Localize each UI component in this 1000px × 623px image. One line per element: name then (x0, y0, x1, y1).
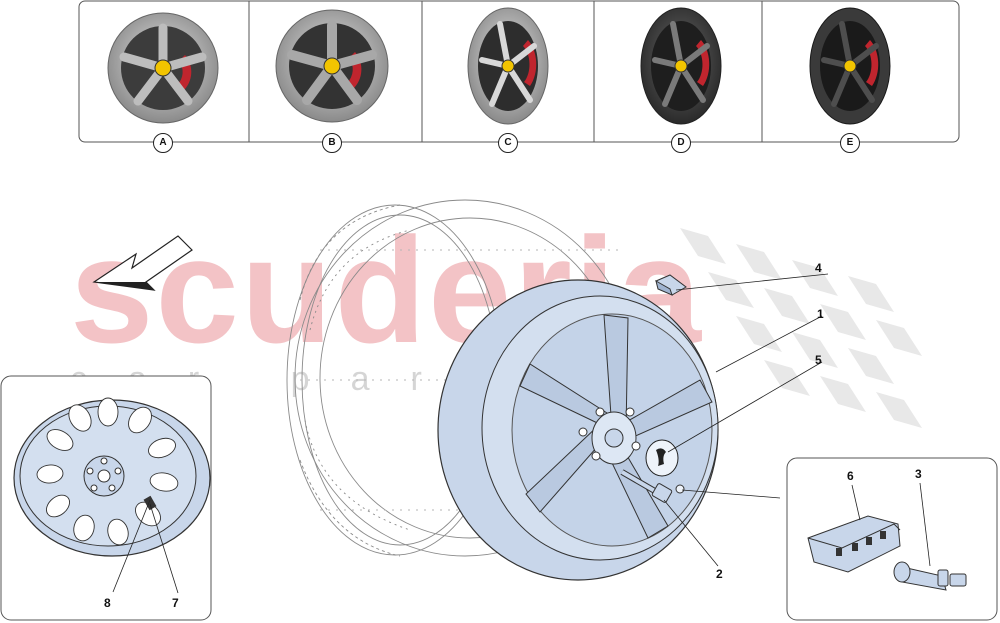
callout-2: 2 (716, 567, 723, 581)
wheel-variant-a-image (107, 12, 219, 124)
tpms-sensor-drawing (807, 515, 901, 573)
centre-badge-drawing (645, 439, 679, 477)
checkered-flag-watermark (680, 228, 922, 428)
callout-3: 3 (915, 467, 922, 481)
spare-wheel-drawing (13, 397, 211, 557)
wheel-variant-c-image (467, 7, 549, 125)
balance-weight-drawing (655, 274, 687, 296)
wheel-variant-d-image (640, 7, 722, 125)
valve-point-drawing (675, 484, 685, 494)
callout-5: 5 (815, 353, 822, 367)
callout-4: 4 (815, 261, 822, 275)
direction-arrow-icon (92, 235, 193, 291)
wheel-bolt-drawing (620, 469, 673, 503)
wheel-variant-b-image (275, 9, 389, 123)
variant-label-c: C (498, 133, 518, 153)
variant-label-e: E (840, 133, 860, 153)
leader-lines (112, 273, 931, 594)
variant-label-b: B (322, 133, 342, 153)
callout-6: 6 (847, 469, 854, 483)
callout-8: 8 (104, 596, 111, 610)
wheel-variant-e-image (809, 7, 891, 125)
tpms-valve-drawing (893, 561, 967, 591)
callout-1: 1 (817, 307, 824, 321)
variant-label-d: D (671, 133, 691, 153)
variant-label-a: A (153, 133, 173, 153)
callout-7: 7 (172, 596, 179, 610)
main-wheel-rim-drawing (437, 279, 719, 581)
